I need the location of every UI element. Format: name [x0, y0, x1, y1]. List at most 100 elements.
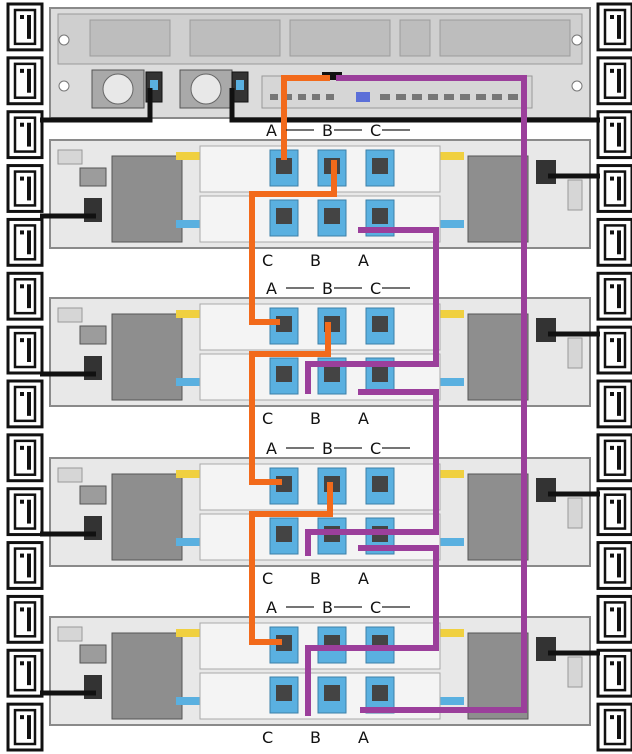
- outlet-socket: [15, 279, 35, 313]
- outlet-socket: [15, 602, 35, 636]
- rack-ear-screw-icon: [59, 35, 69, 45]
- outlet-pin: [20, 15, 24, 19]
- pdu-outlet-icon: [8, 273, 42, 319]
- port-label: C: [262, 409, 273, 428]
- port-label: A: [358, 251, 369, 270]
- sas-port-socket: [372, 685, 388, 701]
- psu-fan-grille: [112, 156, 182, 242]
- pdu-outlet-icon: [8, 543, 42, 589]
- port-label: B: [322, 279, 333, 298]
- io-port-icon: [412, 94, 422, 100]
- port-label: B: [322, 439, 333, 458]
- outlet-pin: [27, 15, 31, 39]
- psu-fan-grille: [468, 156, 528, 242]
- outlet-pin: [617, 715, 621, 739]
- outlet-socket: [15, 118, 35, 152]
- port-label: C: [370, 598, 381, 617]
- pdu-outlet-icon: [598, 112, 632, 158]
- pdu-outlet-icon: [8, 489, 42, 535]
- pdu-outlet-icon: [8, 58, 42, 104]
- latch-tab: [176, 629, 200, 637]
- sas-port-socket: [276, 158, 292, 174]
- sas-port-socket: [324, 366, 340, 382]
- shelf-handle: [58, 308, 82, 322]
- fan-blade-icon: [191, 74, 221, 104]
- rack-ear-screw-icon: [572, 35, 582, 45]
- pdu-outlet-icon: [598, 435, 632, 481]
- shelf-handle: [568, 657, 582, 687]
- port-label: B: [310, 409, 321, 428]
- port-label: A: [358, 728, 369, 747]
- latch-tab: [176, 378, 200, 386]
- pdu-outlet-icon: [598, 381, 632, 427]
- outlet-pin: [27, 715, 31, 739]
- psu-fan-grille: [468, 633, 528, 719]
- psu-fan-grille: [112, 314, 182, 400]
- port-label: A: [358, 409, 369, 428]
- pdu-outlet-icon: [8, 650, 42, 696]
- outlet-socket: [605, 279, 625, 313]
- outlet-pin: [617, 446, 621, 470]
- outlet-socket: [605, 495, 625, 529]
- outlet-pin: [20, 500, 24, 504]
- outlet-pin: [27, 607, 31, 631]
- latch-tab: [440, 538, 464, 546]
- outlet-pin: [27, 230, 31, 254]
- pdu-outlet-icon: [598, 4, 632, 50]
- outlet-socket: [15, 225, 35, 259]
- outlet-socket: [605, 441, 625, 475]
- vent-grille: [440, 20, 570, 56]
- vent-grille: [190, 20, 280, 56]
- pdu-outlet-icon: [8, 219, 42, 265]
- pdu-outlet-icon: [8, 327, 42, 373]
- port-label: A: [266, 439, 277, 458]
- outlet-pin: [20, 338, 24, 342]
- port-label: B: [310, 569, 321, 588]
- psu-fan-grille: [468, 474, 528, 560]
- outlet-pin: [617, 500, 621, 524]
- latch-tab: [440, 470, 464, 478]
- latch-tab: [440, 697, 464, 705]
- psu-switch-icon: [80, 486, 106, 504]
- psu-fan-grille: [468, 314, 528, 400]
- port-label: C: [370, 439, 381, 458]
- sas-port-socket: [372, 158, 388, 174]
- outlet-pin: [27, 338, 31, 362]
- pdu-outlet-icon: [598, 219, 632, 265]
- sas-port-socket: [324, 685, 340, 701]
- outlet-pin: [610, 15, 614, 19]
- outlet-socket: [605, 549, 625, 583]
- psu-switch-icon: [80, 168, 106, 186]
- latch-tab: [440, 152, 464, 160]
- pdu-outlet-icon: [8, 166, 42, 212]
- pdu-outlet-icon: [8, 596, 42, 642]
- pdu-outlet-icon: [598, 543, 632, 589]
- outlet-pin: [617, 123, 621, 147]
- outlet-pin: [27, 284, 31, 308]
- controller-server: [50, 8, 590, 118]
- port-label: C: [262, 251, 273, 270]
- outlet-pin: [27, 446, 31, 470]
- outlet-socket: [605, 172, 625, 206]
- outlet-pin: [617, 15, 621, 39]
- outlet-pin: [610, 177, 614, 181]
- shelf-handle: [568, 180, 582, 210]
- outlet-pin: [617, 284, 621, 308]
- outlet-socket: [15, 710, 35, 744]
- outlet-pin: [20, 715, 24, 719]
- io-port-icon: [460, 94, 470, 100]
- io-port-icon: [492, 94, 502, 100]
- io-port-icon: [312, 94, 320, 100]
- psu-switch-icon: [80, 326, 106, 344]
- latch-tab: [176, 538, 200, 546]
- pdu-outlet-icon: [598, 704, 632, 750]
- port-label: A: [266, 121, 277, 140]
- outlet-pin: [617, 607, 621, 631]
- port-label: A: [266, 279, 277, 298]
- latch-tab: [440, 310, 464, 318]
- port-label: A: [358, 569, 369, 588]
- outlet-pin: [20, 392, 24, 396]
- outlet-socket: [605, 10, 625, 44]
- outlet-socket: [15, 387, 35, 421]
